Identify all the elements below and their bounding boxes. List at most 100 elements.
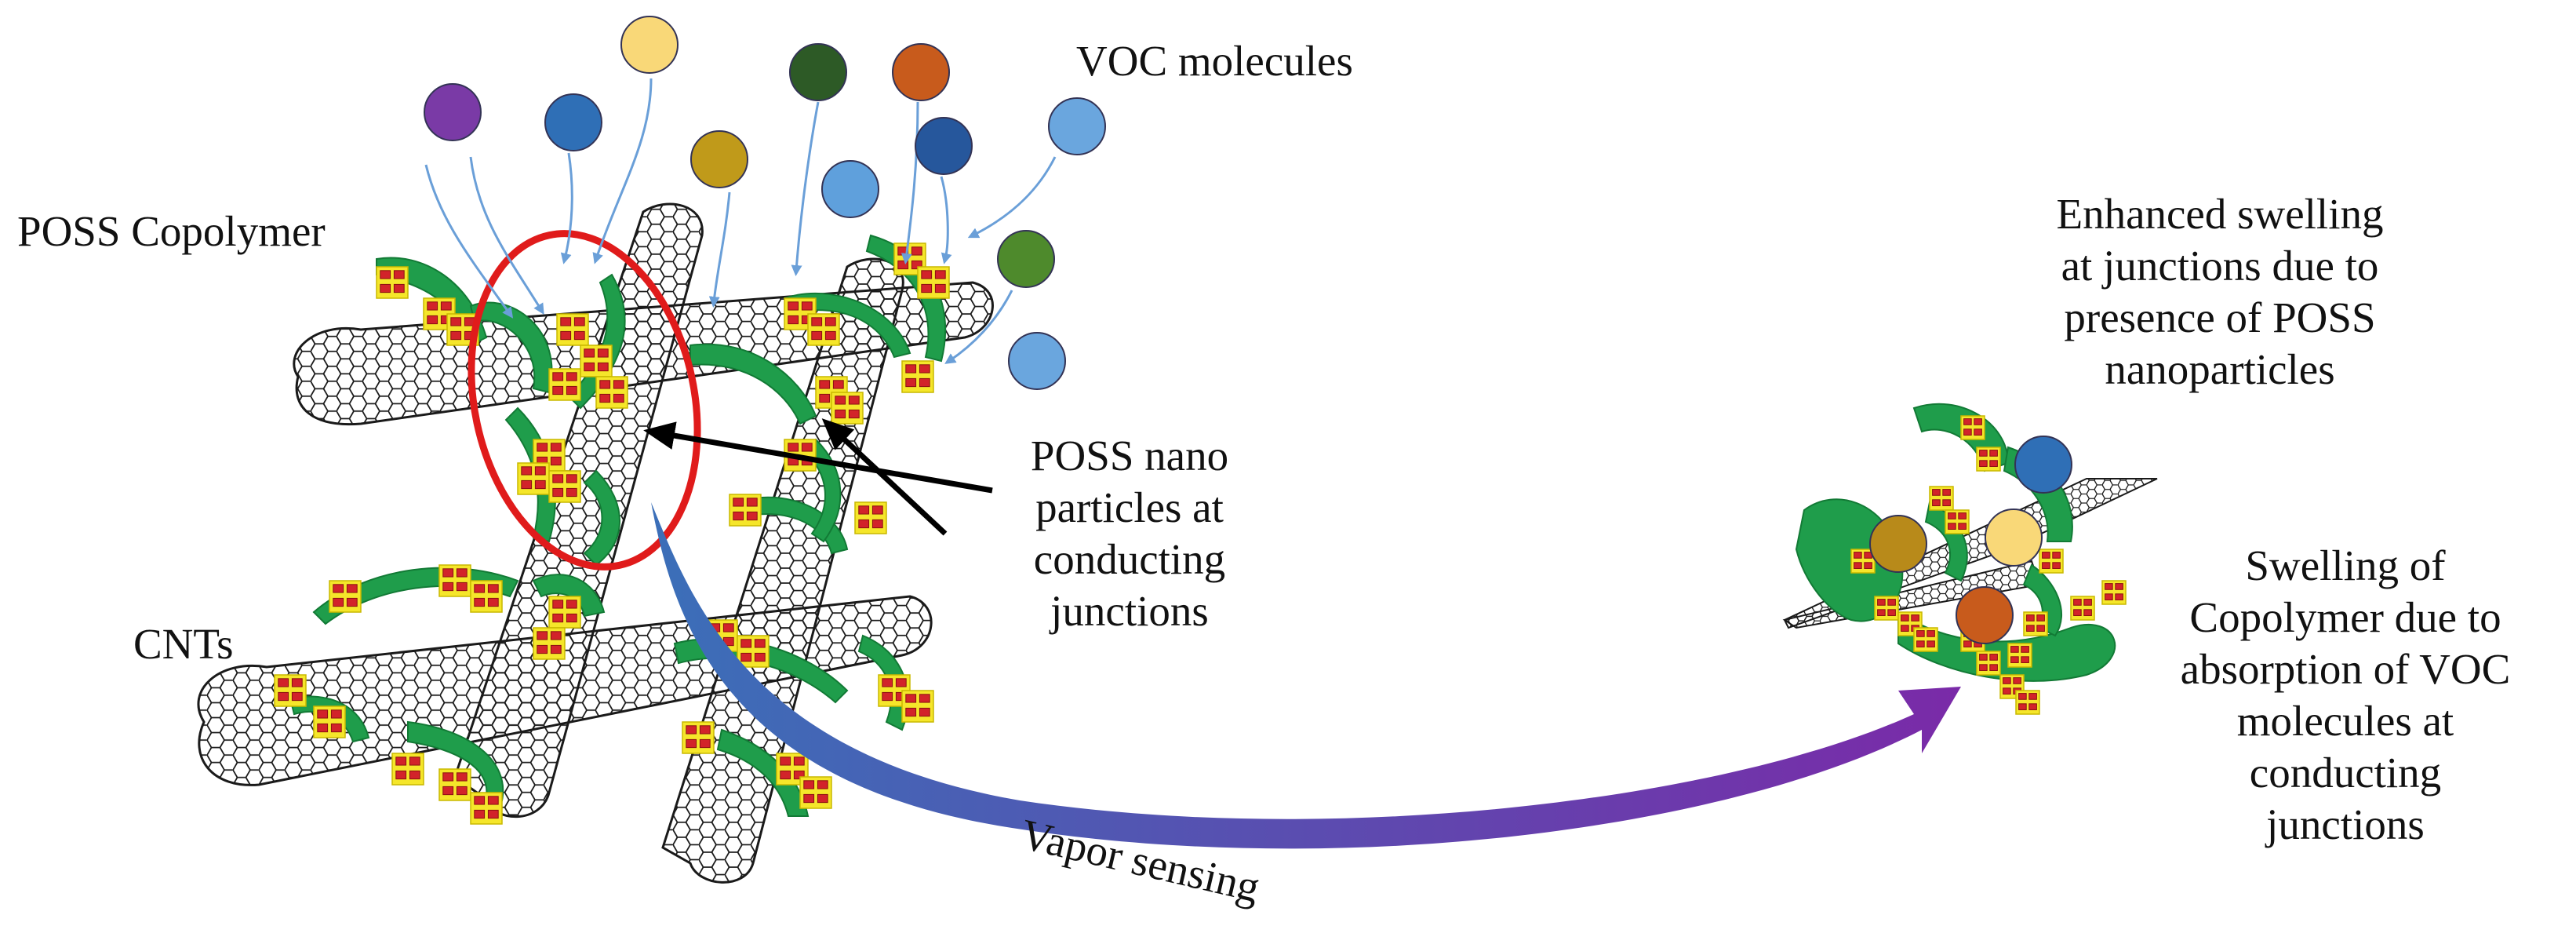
voc-drop-arrows <box>424 78 1057 364</box>
voc-molecule <box>821 160 879 218</box>
voc-molecule <box>424 83 482 141</box>
label-voc-molecules: VOC molecules <box>1076 37 1353 85</box>
copolymer-chain <box>567 273 626 410</box>
swollen-poss-cube <box>1874 596 1899 621</box>
swollen-poss-cube <box>2007 643 2032 668</box>
poss-cube <box>438 768 471 801</box>
poss-cube <box>737 635 770 668</box>
voc-drop-arrow <box>791 101 820 276</box>
voc-drop-arrow <box>967 156 1057 239</box>
label-poss-copolymer: POSS Copolymer <box>17 207 326 255</box>
swollen-poss-cube <box>1913 627 1938 652</box>
copolymer-chain <box>532 574 606 618</box>
copolymer-chain <box>736 496 849 555</box>
label-enhanced-line-4: nanoparticles <box>2105 345 2335 393</box>
voc-drop-arrow <box>469 156 544 315</box>
poss-cube <box>329 580 362 613</box>
voc-molecule <box>789 43 847 101</box>
poss-cube <box>470 792 503 825</box>
swollen-poss-cube <box>1929 486 1954 511</box>
absorbed-voc-molecule <box>1869 515 1927 573</box>
poss-cube <box>548 368 581 401</box>
poss-cube <box>807 313 840 346</box>
label-swelling-line-2: Copolymer due to <box>2189 593 2501 641</box>
absorbed-voc-molecule <box>2014 436 2072 494</box>
pointer-arrow-lower <box>821 418 948 536</box>
label-poss-nano-line-1: POSS nano <box>1030 432 1229 479</box>
voc-molecule <box>915 117 973 175</box>
swollen-poss-cube <box>1945 509 1970 534</box>
label-swelling-line-6: junctions <box>2266 800 2425 848</box>
pointer-arrow-upper <box>643 421 993 494</box>
label-enhanced-line-1: Enhanced swelling <box>2056 190 2384 238</box>
voc-molecule <box>620 16 679 74</box>
label-poss-nano-line-4: junctions <box>1050 587 1209 635</box>
swollen-poss-cube <box>1850 549 1876 574</box>
swollen-copolymer <box>1795 403 2116 682</box>
vapor-sensing-arrow <box>651 502 1961 849</box>
label-poss-nano-line-2: particles at <box>1035 483 1224 531</box>
voc-molecule <box>690 130 748 188</box>
junction-pointer-arrows <box>643 418 993 536</box>
swollen-poss-cube <box>2070 596 2095 621</box>
swollen-poss-cube <box>2039 549 2064 574</box>
poss-cube <box>682 721 715 754</box>
swollen-poss-cube <box>1976 447 2001 472</box>
voc-drop-arrow <box>424 164 514 319</box>
poss-cube <box>274 674 307 707</box>
absorbed-voc-molecule <box>1985 509 2043 567</box>
voc-drop-arrow <box>560 152 573 264</box>
voc-molecule <box>1048 97 1106 155</box>
poss-cube <box>580 345 613 377</box>
poss-cube <box>376 266 409 299</box>
copolymer-chain <box>716 728 810 817</box>
label-swelling-line-3: absorption of VOC <box>2180 645 2511 693</box>
label-swelling-line-4: molecules at <box>2236 697 2454 745</box>
poss-cube <box>438 564 471 597</box>
label-swelling-line-5: conducting <box>2249 749 2442 797</box>
swollen-junction <box>1782 403 2158 715</box>
poss-cube <box>831 392 864 425</box>
absorbed-voc-molecule <box>1956 586 2014 644</box>
label-enhanced-line-2: at junctions due to <box>2061 242 2379 290</box>
poss-cube <box>917 266 950 299</box>
poss-cube <box>533 627 566 660</box>
label-poss-nano-particles: POSS nano particles at conducting juncti… <box>981 430 1279 637</box>
label-swelling-line-1: Swelling of <box>2245 541 2446 589</box>
voc-molecule <box>892 43 950 101</box>
poss-cube <box>799 776 832 809</box>
label-poss-nano-line-3: conducting <box>1033 535 1226 583</box>
poss-cube <box>776 753 809 786</box>
poss-nanoparticles <box>274 242 950 825</box>
swollen-copolymer-chain <box>2022 563 2063 637</box>
voc-molecules <box>424 16 1106 390</box>
poss-cube <box>313 705 346 738</box>
copolymer-chain <box>689 343 817 425</box>
swollen-poss-cube <box>1960 415 1985 440</box>
voc-drop-arrow <box>940 176 952 264</box>
poss-cube <box>901 360 934 393</box>
swollen-poss-cube <box>2015 690 2040 715</box>
poss-cube <box>556 313 589 346</box>
poss-cube <box>854 501 887 534</box>
poss-cube <box>548 596 581 629</box>
poss-cube <box>901 690 934 723</box>
label-enhanced-swelling: Enhanced swelling at junctions due to pr… <box>1977 188 2463 396</box>
poss-cube <box>548 470 581 503</box>
poss-cube <box>595 376 628 409</box>
absorbed-voc-molecules <box>1869 436 2072 644</box>
cnt-tube-left-diagonal <box>453 202 704 818</box>
voc-drop-arrow <box>901 101 919 264</box>
voc-molecule <box>1008 332 1066 390</box>
swollen-poss-cube <box>2101 580 2127 605</box>
voc-drop-arrow <box>708 191 731 308</box>
swollen-poss-cube <box>2023 611 2048 636</box>
voc-drop-arrow <box>592 78 653 264</box>
poss-cube <box>729 494 762 527</box>
poss-cube <box>517 462 550 495</box>
label-swelling-copolymer: Swelling of Copolymer due to absorption … <box>2134 540 2557 851</box>
poss-cube <box>391 753 424 786</box>
swollen-poss-cube <box>1976 651 2001 676</box>
